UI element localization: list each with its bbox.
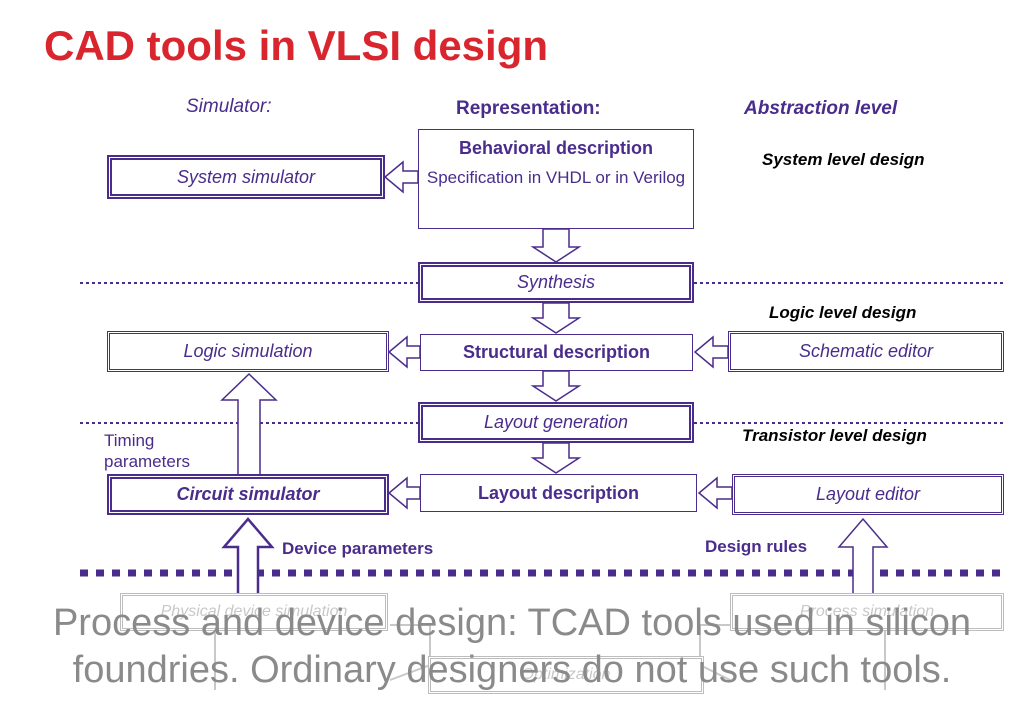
behavioral-description-box[interactable]: Behavioral description Specification in …	[418, 129, 694, 229]
logic-simulation-label: Logic simulation	[183, 341, 313, 361]
arrow-device-parameters	[221, 517, 275, 597]
arrow-schematic-to-structural	[693, 335, 729, 369]
representation-header: Representation:	[456, 98, 601, 119]
system-level-label: System level design	[762, 150, 925, 169]
structural-description-box[interactable]: Structural description	[420, 334, 693, 371]
simulator-header: Simulator:	[186, 96, 272, 117]
circuit-simulator-label: Circuit simulator	[176, 484, 320, 504]
physical-device-simulation-box: Physical device simulation	[120, 593, 388, 631]
process-simulation-box: Process simulation	[730, 593, 1004, 631]
schematic-editor-box[interactable]: Schematic editor	[728, 331, 1004, 372]
system-simulator-label: System simulator	[176, 166, 316, 187]
schematic-editor-label: Schematic editor	[798, 341, 934, 361]
design-rules-label: Design rules	[705, 537, 808, 556]
process-simulation-label: Process simulation	[799, 603, 935, 620]
optimization-box: Optimization	[428, 656, 704, 694]
arrow-structural-to-logic-sim	[387, 335, 421, 369]
system-simulator-box[interactable]: System simulator	[107, 155, 385, 199]
timing-parameters-label: Timing parameters	[104, 431, 190, 471]
arrow-design-rules	[837, 517, 889, 596]
overlay-line-1: Process and device design: TCAD tools us…	[52, 602, 972, 644]
arrow-structural-to-layoutgen	[530, 370, 582, 402]
faded-connector-left	[389, 624, 431, 681]
arrow-behavioral-to-synthesis	[530, 228, 582, 263]
layout-editor-box[interactable]: Layout editor	[732, 474, 1004, 515]
arrow-layoutgen-to-layout	[530, 442, 582, 474]
structural-label: Structural description	[462, 342, 651, 362]
arrow-layout-to-circuit-sim	[387, 476, 421, 510]
layout-generation-label: Layout generation	[483, 412, 629, 432]
layout-generation-box[interactable]: Layout generation	[418, 402, 694, 443]
layout-description-box[interactable]: Layout description	[420, 474, 697, 512]
circuit-simulator-box[interactable]: Circuit simulator	[107, 474, 389, 515]
abstraction-header: Abstraction level	[744, 98, 898, 119]
overlay-line-2: foundries. Ordinary designers do not use…	[72, 649, 952, 691]
physical-device-simulation-label: Physical device simulation	[160, 603, 348, 620]
arrow-circuit-to-logic-timing	[220, 372, 278, 477]
arrow-layouteditor-to-layout	[697, 476, 733, 510]
arrow-synthesis-to-structural	[530, 302, 582, 334]
logic-simulation-box[interactable]: Logic simulation	[107, 331, 389, 372]
arrow-behavioral-to-system-sim	[383, 160, 419, 194]
behavioral-title: Behavioral description	[458, 138, 654, 158]
faded-connector-right	[699, 624, 731, 681]
behavioral-detail: Specification in VHDL or in Verilog	[426, 168, 686, 187]
tcad-overlay-text: Process and device design: TCAD tools us…	[0, 600, 1024, 694]
layout-editor-label: Layout editor	[815, 484, 921, 504]
device-parameters-label: Device parameters	[282, 539, 434, 558]
synthesis-label: Synthesis	[516, 272, 596, 292]
layout-description-label: Layout description	[477, 482, 639, 503]
transistor-level-label: Transistor level design	[742, 426, 927, 445]
synthesis-box[interactable]: Synthesis	[418, 262, 694, 303]
slide-title: CAD tools in VLSI design	[44, 22, 549, 69]
logic-level-label: Logic level design	[769, 303, 917, 322]
optimization-label: Optimization	[521, 666, 611, 683]
